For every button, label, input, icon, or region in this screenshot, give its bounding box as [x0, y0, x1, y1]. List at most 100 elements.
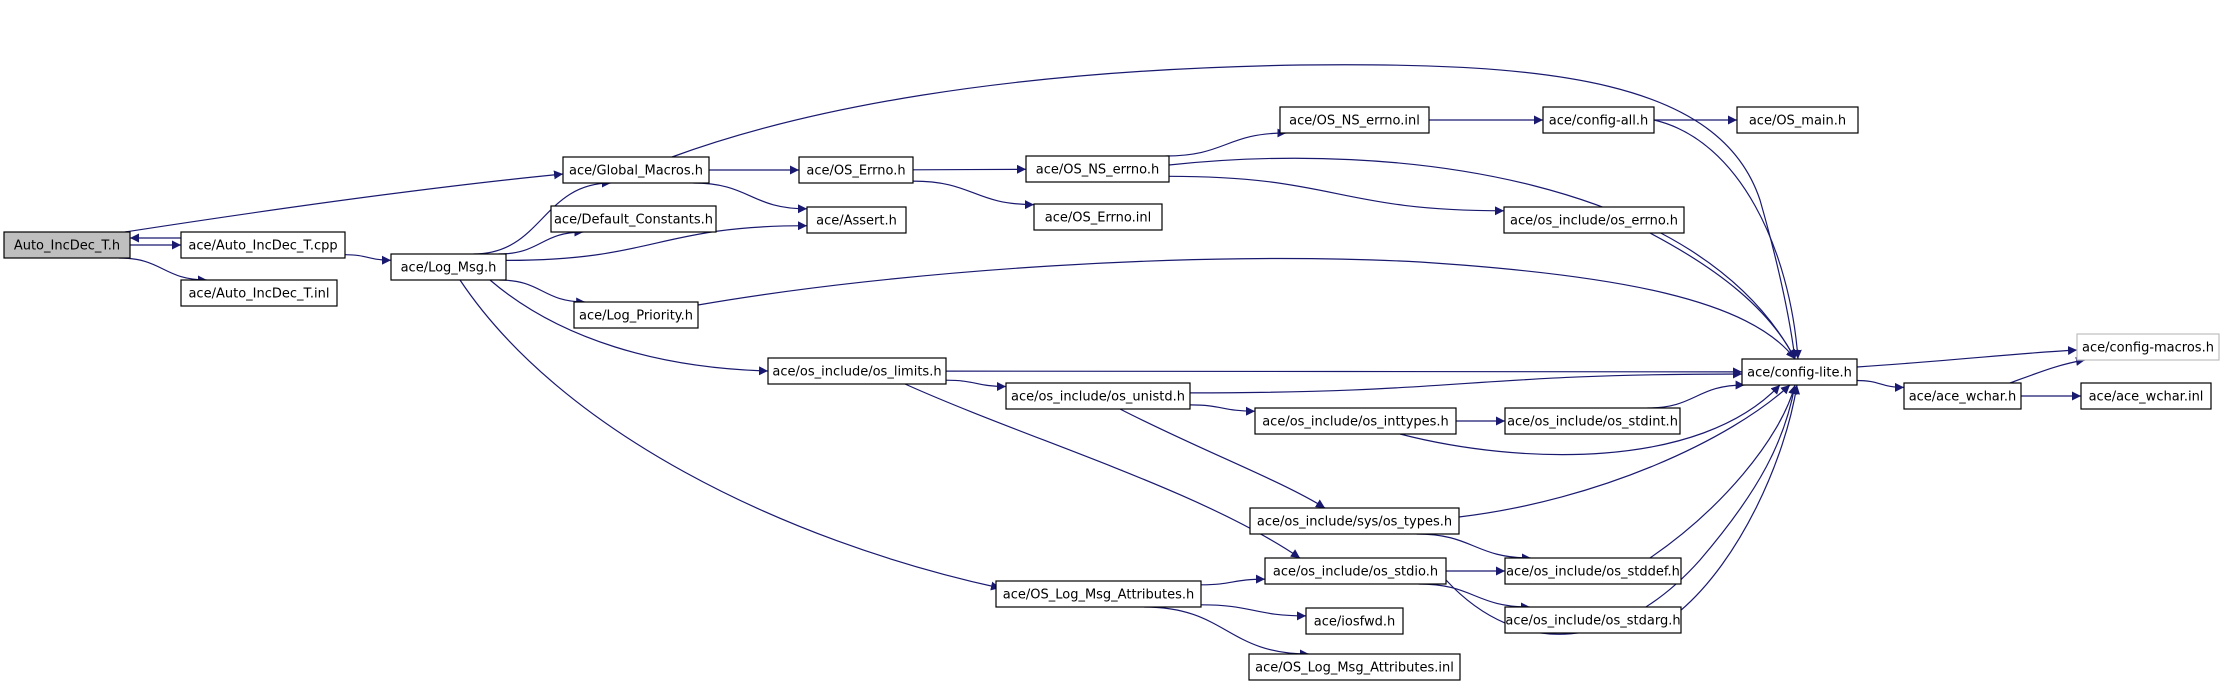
node-ace-wchar-h[interactable]: ace/ace_wchar.h	[1903, 382, 2022, 410]
node-box	[1249, 507, 1460, 535]
edge-os-log-msg-attr-h-to-os-log-msg-attr-inl	[1144, 606, 1309, 659]
edges-layer	[118, 64, 2086, 659]
node-os-ns-errno-inl[interactable]: ace/OS_NS_errno.inl	[1279, 106, 1430, 134]
node-label: ace/os_include/sys/os_types.h	[1257, 515, 1452, 530]
node-box	[806, 206, 907, 234]
node-box	[1248, 653, 1461, 681]
node-box	[1741, 358, 1858, 386]
edge-os-include-errno-to-config-lite	[1649, 232, 1796, 360]
node-label: ace/Assert.h	[816, 214, 897, 229]
node-box	[1504, 606, 1682, 634]
node-os-inttypes[interactable]: ace/os_include/os_inttypes.h	[1254, 407, 1457, 435]
node-label: ace/os_include/os_errno.h	[1510, 214, 1678, 229]
node-os-include-errno[interactable]: ace/os_include/os_errno.h	[1503, 206, 1685, 234]
edge-os-log-msg-attr-h-to-os-stdio	[1200, 574, 1266, 586]
node-box	[1033, 203, 1163, 231]
node-auto-incdec-inl[interactable]: ace/Auto_IncDec_T.inl	[180, 279, 338, 307]
edge-ace-wchar-h-to-config-macros	[2009, 356, 2086, 384]
node-label: ace/iosfwd.h	[1314, 615, 1395, 630]
node-default-constants[interactable]: ace/Default_Constants.h	[550, 205, 717, 233]
edge-os-ns-errno-h-to-os-ns-errno-inl	[1165, 128, 1287, 157]
node-box	[3, 231, 131, 259]
node-iosfwd[interactable]: ace/iosfwd.h	[1305, 607, 1404, 635]
node-config-lite[interactable]: ace/config-lite.h	[1741, 358, 1858, 386]
edge-config-lite-to-config-macros	[1856, 345, 2078, 368]
node-box	[1504, 557, 1682, 585]
node-box	[995, 580, 1202, 608]
node-label: ace/config-lite.h	[1747, 366, 1852, 381]
node-box	[1504, 407, 1681, 435]
node-os-log-msg-attr-h[interactable]: ace/OS_Log_Msg_Attributes.h	[995, 580, 1202, 608]
node-os-ns-errno-h[interactable]: ace/OS_NS_errno.h	[1025, 155, 1170, 183]
node-box	[1542, 106, 1655, 134]
node-box	[550, 205, 717, 233]
node-label: ace/OS_NS_errno.inl	[1289, 114, 1420, 129]
edge-os-ns-errno-h-to-config-lite	[1168, 157, 1796, 360]
node-assert-h[interactable]: ace/Assert.h	[806, 206, 907, 234]
node-box	[767, 357, 947, 385]
node-config-all[interactable]: ace/config-all.h	[1542, 106, 1655, 134]
node-os-log-msg-attr-inl[interactable]: ace/OS_Log_Msg_Attributes.inl	[1248, 653, 1461, 681]
node-sys-os-types[interactable]: ace/os_include/sys/os_types.h	[1249, 507, 1460, 535]
node-log-priority[interactable]: ace/Log_Priority.h	[573, 301, 699, 329]
edge-os-stdint-to-config-lite	[1647, 380, 1745, 409]
node-label: ace/OS_Errno.h	[806, 164, 905, 179]
node-ace-wchar-inl[interactable]: ace/ace_wchar.inl	[2080, 382, 2212, 410]
edge-os-errno-h-to-os-errno-inl	[912, 180, 1035, 210]
node-box	[390, 253, 507, 281]
node-label: ace/config-all.h	[1549, 114, 1649, 129]
node-label: ace/os_include/os_stddef.h	[1506, 565, 1680, 580]
node-box	[1005, 382, 1191, 410]
node-label: ace/os_include/os_stdio.h	[1273, 565, 1438, 580]
node-os-stddef[interactable]: ace/os_include/os_stddef.h	[1504, 557, 1682, 585]
edge-log-msg-to-default-constants	[498, 227, 584, 255]
node-auto-incdec-cpp[interactable]: ace/Auto_IncDec_T.cpp	[180, 231, 346, 259]
node-os-stdarg[interactable]: ace/os_include/os_stdarg.h	[1504, 606, 1682, 634]
node-global-macros[interactable]: ace/Global_Macros.h	[562, 156, 710, 184]
node-label: ace/config-macros.h	[2082, 341, 2214, 356]
node-label: ace/os_include/os_inttypes.h	[1262, 415, 1449, 430]
node-label: ace/ace_wchar.inl	[2089, 390, 2204, 405]
edge-config-lite-to-ace-wchar-h	[1856, 379, 1905, 392]
node-box	[562, 156, 710, 184]
edge-os-stdio-to-os-stdarg	[1418, 583, 1531, 612]
node-label: ace/Auto_IncDec_T.cpp	[188, 239, 337, 254]
node-box	[180, 231, 346, 259]
node-os-errno-inl[interactable]: ace/OS_Errno.inl	[1033, 203, 1163, 231]
node-os-limits[interactable]: ace/os_include/os_limits.h	[767, 357, 947, 385]
edge-log-msg-to-os-limits	[489, 279, 769, 376]
edge-sys-os-types-to-config-lite	[1458, 384, 1791, 518]
node-box	[1279, 106, 1430, 134]
node-auto-incdec-h[interactable]: Auto_IncDec_T.h	[3, 231, 131, 259]
nodes-layer: Auto_IncDec_T.h ace/Auto_IncDec_T.cpp ace/…	[3, 106, 2220, 681]
node-box	[573, 301, 699, 329]
node-config-macros[interactable]: ace/config-macros.h	[2076, 333, 2220, 361]
edge-log-priority-to-config-lite	[697, 257, 1796, 360]
node-os-stdio[interactable]: ace/os_include/os_stdio.h	[1264, 557, 1447, 585]
node-box	[180, 279, 338, 307]
edge-log-msg-to-os-log-msg-attr-h	[459, 279, 1001, 591]
node-box	[798, 156, 914, 184]
edge-sys-os-types-to-os-stddef	[1416, 533, 1532, 563]
edge-os-inttypes-to-config-lite	[1399, 384, 1781, 456]
edge-os-log-msg-attr-h-to-iosfwd	[1200, 604, 1307, 621]
node-label: ace/OS_NS_errno.h	[1036, 163, 1160, 178]
node-log-msg[interactable]: ace/Log_Msg.h	[390, 253, 507, 281]
edge-os-limits-to-config-lite	[945, 367, 1743, 377]
node-label: ace/os_include/os_stdarg.h	[1505, 614, 1680, 629]
edge-os-unistd-to-sys-os-types	[1119, 408, 1326, 509]
node-label: ace/OS_Errno.inl	[1045, 211, 1151, 226]
edge-log-msg-to-global-macros	[473, 178, 611, 255]
node-box	[1503, 206, 1685, 234]
node-label: ace/Log_Msg.h	[401, 261, 497, 276]
node-os-errno-h[interactable]: ace/OS_Errno.h	[798, 156, 914, 184]
node-label: ace/OS_Log_Msg_Attributes.h	[1003, 588, 1194, 603]
node-os-stdint[interactable]: ace/os_include/os_stdint.h	[1504, 407, 1681, 435]
edge-auto-incdec-cpp-to-log-msg	[344, 254, 392, 265]
node-os-main[interactable]: ace/OS_main.h	[1736, 106, 1859, 134]
edge-os-unistd-to-config-lite	[1189, 369, 1743, 394]
node-label: ace/Log_Priority.h	[579, 309, 693, 324]
node-os-unistd[interactable]: ace/os_include/os_unistd.h	[1005, 382, 1191, 410]
edge-global-macros-to-assert-h	[693, 182, 808, 214]
